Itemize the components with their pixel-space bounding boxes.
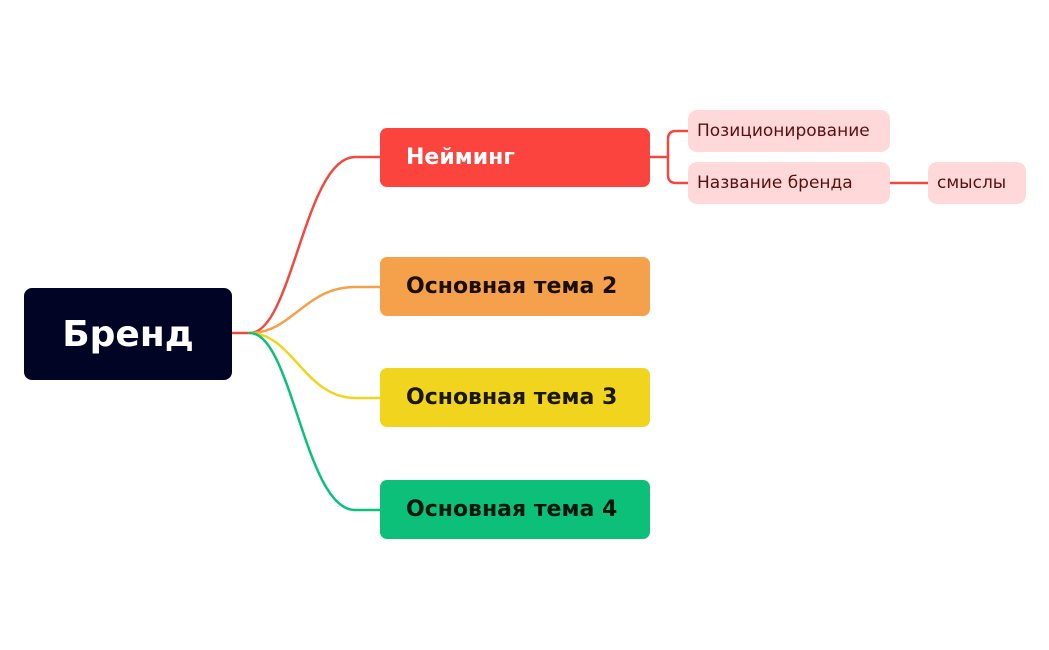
connector-root-topic-3 — [248, 331, 382, 400]
topic-main-2[interactable]: Основная тема 2 — [380, 257, 650, 316]
connector-naming-brand-name — [666, 155, 690, 185]
connector-root-naming — [230, 155, 382, 335]
subtopic-positioning-label: Позиционирование — [697, 121, 870, 141]
topic-main-4-label: Основная тема 4 — [406, 497, 618, 522]
connector-root-topic-2 — [248, 285, 382, 335]
topic-main-2-label: Основная тема 2 — [406, 274, 618, 299]
subtopic-brand-name[interactable]: Название бренда — [688, 162, 890, 204]
root-topic-brand[interactable]: Бренд — [24, 288, 232, 380]
topic-naming[interactable]: Нейминг — [380, 128, 650, 187]
topic-main-3-label: Основная тема 3 — [406, 385, 618, 410]
topic-naming-label: Нейминг — [406, 145, 515, 170]
subtopic-positioning[interactable]: Позиционирование — [688, 110, 890, 152]
connector-naming-positioning — [648, 129, 690, 159]
topic-main-3[interactable]: Основная тема 3 — [380, 368, 650, 427]
root-topic-label: Бренд — [62, 313, 194, 355]
connector-root-topic-4 — [248, 331, 382, 512]
subtopic-brand-name-label: Название бренда — [697, 173, 853, 193]
topic-main-4[interactable]: Основная тема 4 — [380, 480, 650, 539]
subtopic-meanings[interactable]: смыслы — [928, 162, 1026, 204]
subtopic-meanings-label: смыслы — [937, 173, 1007, 193]
